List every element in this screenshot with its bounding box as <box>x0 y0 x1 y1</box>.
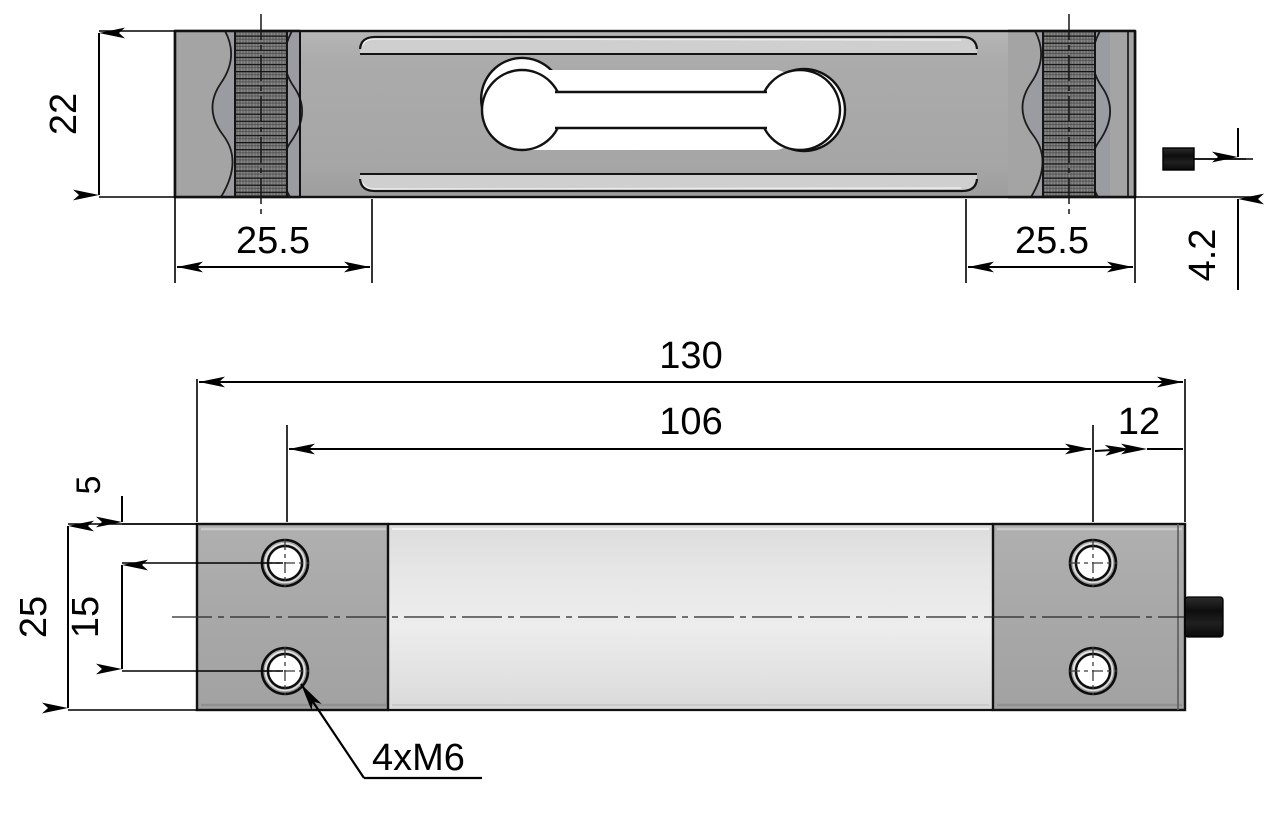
plan-cable-connector <box>1184 596 1224 638</box>
dimension-12: 12 <box>1094 401 1183 456</box>
dimension-label-12: 12 <box>1118 401 1160 443</box>
dimension-label-25: 25 <box>13 596 55 638</box>
dimension-4-2: 4.2 <box>1135 128 1264 290</box>
dimension-label-25-5-right: 25.5 <box>1015 220 1089 262</box>
right-threaded-section <box>1008 14 1137 214</box>
dimension-label-4-2: 4.2 <box>1182 229 1224 282</box>
beam-cutout <box>479 56 847 153</box>
dimension-130: 130 <box>196 335 1186 522</box>
dimension-25-5-left: 25.5 <box>174 197 373 283</box>
plan-view: 130 106 12 5 15 <box>13 335 1224 780</box>
side-view-relief-grooves <box>358 35 979 193</box>
dimension-label-130: 130 <box>659 335 722 377</box>
side-section-view: 22 25.5 25.5 4.2 <box>43 14 1264 290</box>
left-threaded-section <box>173 14 303 214</box>
dimension-22: 22 <box>43 27 175 201</box>
dimension-label-25-5-left: 25.5 <box>236 220 310 262</box>
mounting-hole-top-right <box>1068 538 1118 588</box>
dimension-25: 25 <box>13 520 197 714</box>
dimension-106: 106 <box>286 401 1094 522</box>
dimension-label-5: 5 <box>70 476 108 495</box>
dimension-label-15: 15 <box>65 596 107 638</box>
dimension-label-106: 106 <box>659 401 722 443</box>
thread-callout-leader: 4xM6 <box>300 683 482 780</box>
dimension-25-5-right: 25.5 <box>965 197 1136 283</box>
dimension-label-22: 22 <box>43 93 85 135</box>
mounting-hole-bottom-right <box>1068 646 1118 696</box>
mounting-hole-bottom-left <box>260 646 310 696</box>
thread-callout-label: 4xM6 <box>372 737 465 779</box>
mounting-hole-top-left <box>260 538 310 588</box>
